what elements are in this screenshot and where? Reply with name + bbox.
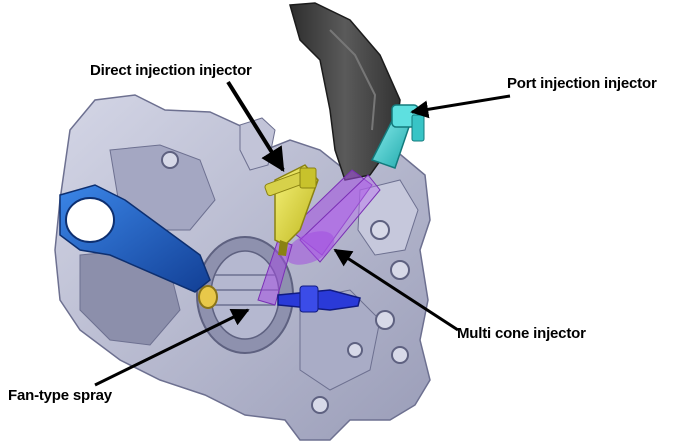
label-fan-type-spray: Fan-type spray xyxy=(8,387,112,404)
connecting-rod xyxy=(59,184,211,293)
label-direct-injection-injector: Direct injection injector xyxy=(90,62,252,79)
spray-cones xyxy=(257,169,381,306)
arrow-port-injection xyxy=(410,94,511,119)
direct-injection-injector xyxy=(264,164,319,256)
arrow-multi-cone xyxy=(333,248,459,332)
valve-seat xyxy=(198,285,218,309)
label-multi-cone-injector: Multi cone injector xyxy=(457,325,586,342)
intake-runner-ridge xyxy=(329,29,377,131)
multi-cone-injector xyxy=(277,285,361,313)
arrow-direct-injection xyxy=(226,80,285,173)
label-port-injection-injector: Port injection injector xyxy=(507,75,657,92)
intake-runner xyxy=(289,2,401,181)
arrow-fan-spray xyxy=(94,308,250,387)
